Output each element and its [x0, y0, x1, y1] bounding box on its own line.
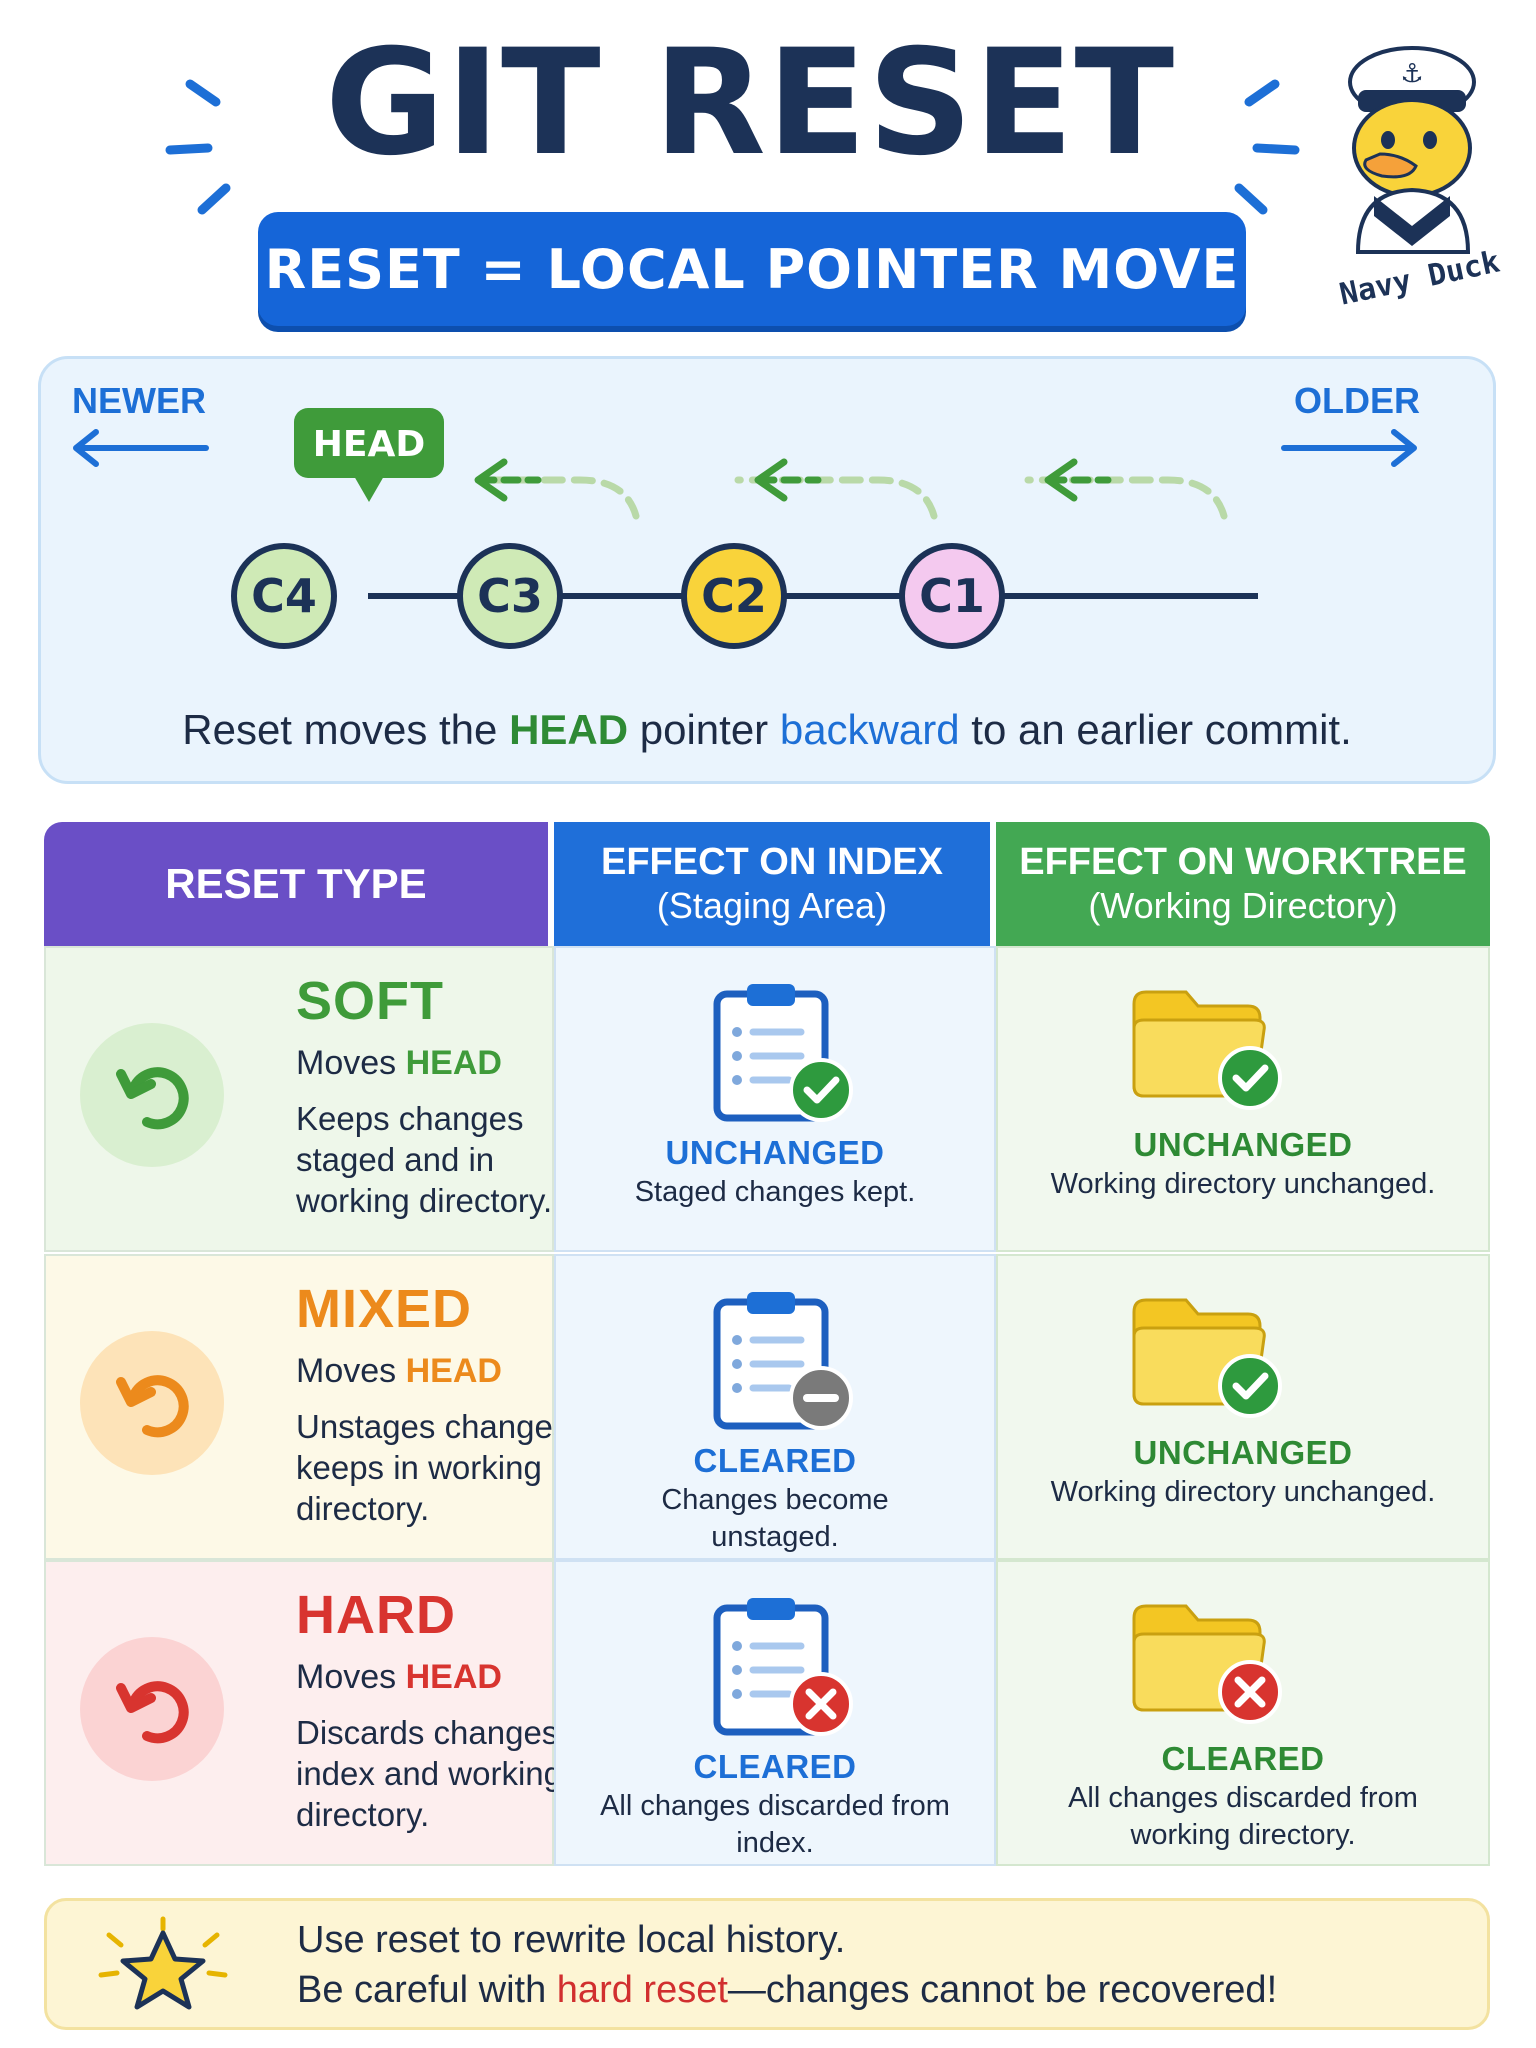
commit-node-c1: C1	[899, 543, 1005, 649]
caption-backward: backward	[779, 706, 960, 753]
sailor-duck-icon: ⚓ Navy Duck	[1337, 46, 1503, 310]
worktree-effect-cell-soft: UNCHANGED Working directory unchanged.	[996, 946, 1490, 1252]
worktree-status: UNCHANGED	[1133, 1126, 1353, 1163]
index-status: UNCHANGED	[665, 1134, 885, 1171]
reset-type-cell-soft: SOFT Moves HEAD Keeps changes staged and…	[44, 946, 554, 1252]
header-effect-index: EFFECT ON INDEX (Staging Area)	[554, 822, 990, 946]
clipboard-icon	[713, 984, 853, 1122]
timeline-caption: Reset moves the HEAD pointer backward to…	[38, 706, 1496, 754]
commit-node-c2: C2	[681, 543, 787, 649]
reset-type-description: Keeps changes staged and in working dire…	[296, 1100, 553, 1219]
index-note: All changes discarded from index.	[600, 1790, 950, 1859]
reset-type-description: Unstages changes, keeps in working direc…	[296, 1408, 579, 1527]
moves-head-text: Moves HEAD	[296, 1658, 502, 1696]
star-icon	[98, 1916, 228, 2010]
reset-type-name: MIXED	[296, 1279, 473, 1339]
head-label: HEAD	[313, 424, 425, 465]
commit-graph: HEAD C4 C3 C2 C1	[73, 408, 1417, 649]
reset-type-name: HARD	[296, 1585, 456, 1645]
svg-text:⚓: ⚓	[1400, 59, 1423, 89]
subtitle-banner: RESET = LOCAL POINTER MOVE	[258, 212, 1246, 326]
index-status: CLEARED	[693, 1748, 857, 1785]
burst-left-icon	[165, 79, 231, 215]
undo-arrow-icon	[116, 1067, 189, 1130]
index-effect-cell-soft: UNCHANGED Staged changes kept.	[554, 946, 996, 1252]
header-effect-worktree: EFFECT ON WORKTREE (Working Directory)	[996, 822, 1490, 946]
index-effect-cell-mixed: CLEARED Changes become unstaged.	[554, 1254, 996, 1560]
commit-label: C3	[477, 569, 543, 623]
mascot-label: Navy Duck	[1337, 245, 1503, 310]
reset-type-description: Discards changes in index and working di…	[296, 1714, 594, 1833]
hard-reset-icon	[80, 1637, 224, 1781]
reset-type-cell-mixed: MIXED Moves HEAD Unstages changes, keeps…	[44, 1254, 579, 1560]
folder-icon	[1132, 1604, 1282, 1724]
soft-reset-icon	[80, 1023, 224, 1167]
worktree-note: Working directory unchanged.	[1050, 1476, 1436, 1508]
folder-icon	[1132, 990, 1282, 1110]
header-reset-type: RESET TYPE	[44, 822, 548, 946]
caption-text-2: pointer	[628, 706, 780, 753]
moves-head-text: Moves HEAD	[296, 1352, 502, 1390]
commit-label: C1	[919, 569, 985, 623]
mixed-reset-icon	[80, 1331, 224, 1475]
clipboard-icon	[713, 1292, 853, 1430]
caption-head: HEAD	[509, 706, 629, 753]
caption-text-1: Reset moves the	[182, 706, 510, 753]
caption-text-3: to an earlier commit.	[959, 706, 1352, 753]
undo-arrow-icon	[116, 1681, 189, 1744]
clipboard-icon	[713, 1598, 853, 1736]
folder-icon	[1132, 1298, 1282, 1418]
undo-arrow-icon	[116, 1375, 189, 1438]
burst-right-icon	[1234, 79, 1300, 215]
reset-type-cell-hard: HARD Moves HEAD Discards changes in inde…	[44, 1560, 593, 1866]
worktree-note: All changes discarded from working direc…	[1068, 1782, 1418, 1851]
index-effect-cell-hard: CLEARED All changes discarded from index…	[554, 1560, 996, 1866]
worktree-note: Working directory unchanged.	[1050, 1168, 1436, 1200]
newer-arrow-icon	[73, 429, 209, 467]
moves-head-text: Moves HEAD	[296, 1044, 502, 1082]
head-pointer-tag: HEAD	[294, 408, 444, 502]
newer-label: NEWER	[72, 380, 206, 421]
page-title: GIT RESET	[324, 18, 1176, 188]
older-label: OLDER	[1294, 380, 1420, 421]
footer-hard-reset: hard reset	[556, 1969, 728, 2011]
index-note: Changes become unstaged.	[661, 1484, 889, 1553]
footer-line-2: Be careful with hard reset—changes canno…	[297, 1969, 1278, 2011]
footer-line-1: Use reset to rewrite local history.	[297, 1919, 846, 1961]
commit-label: C2	[701, 569, 767, 623]
worktree-status: UNCHANGED	[1133, 1434, 1353, 1471]
worktree-effect-cell-hard: CLEARED All changes discarded from worki…	[996, 1560, 1490, 1866]
worktree-status: CLEARED	[1161, 1740, 1325, 1777]
reset-type-name: SOFT	[296, 971, 444, 1031]
worktree-effect-cell-mixed: UNCHANGED Working directory unchanged.	[996, 1254, 1490, 1560]
commit-node-c4: C4	[231, 543, 337, 649]
index-note: Staged changes kept.	[634, 1176, 916, 1208]
index-status: CLEARED	[693, 1442, 857, 1479]
commit-node-c3: C3	[457, 543, 563, 649]
footer-tip: Use reset to rewrite local history. Be c…	[44, 1898, 1490, 2030]
older-arrow-icon	[1281, 429, 1417, 467]
commit-label: C4	[251, 569, 317, 623]
